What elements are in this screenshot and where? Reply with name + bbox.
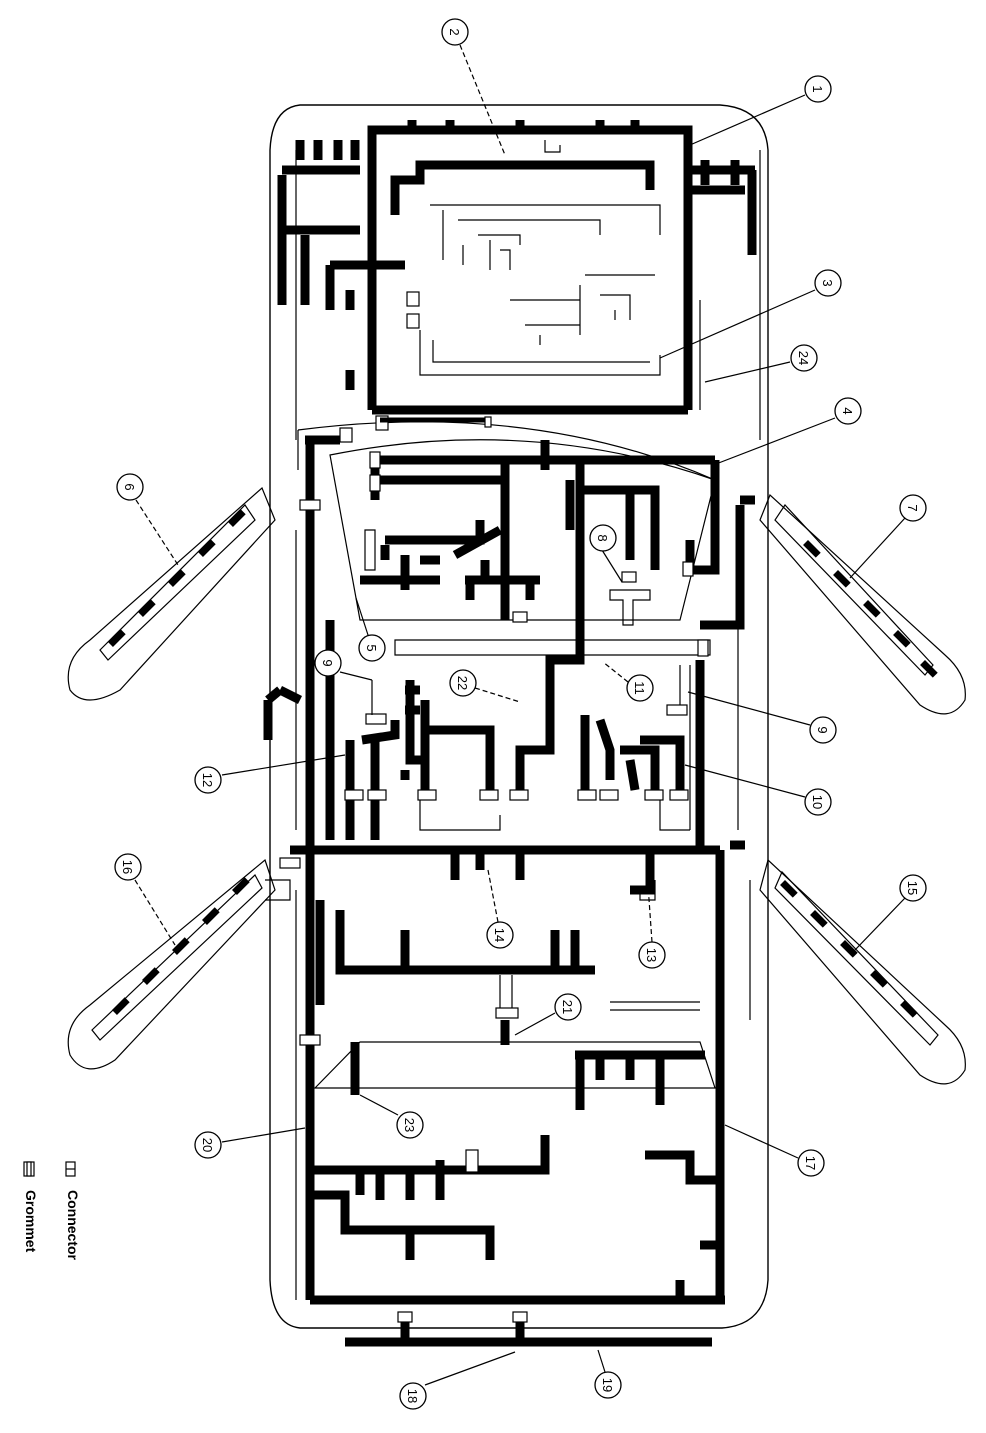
callout-6-circle <box>116 473 144 501</box>
callout-17-circle <box>797 1149 825 1177</box>
connector-legend-label: Connector <box>65 1190 81 1261</box>
callout-13-label: 13 <box>644 948 659 962</box>
callout-19-label: 19 <box>600 1378 615 1392</box>
callout-15-circle <box>899 874 927 902</box>
callout-3-leader <box>659 289 816 359</box>
callout-20-label: 20 <box>200 1138 215 1152</box>
callout-5-label: 5 <box>364 644 379 651</box>
callout-9a-leader <box>339 671 373 681</box>
callout-22-label: 22 <box>455 676 470 690</box>
callout-10-circle <box>804 788 832 816</box>
callout-4-leader <box>715 417 836 465</box>
cabin-harness <box>263 435 755 1300</box>
callout-11-leader <box>602 661 629 683</box>
callout-14-leader <box>487 869 499 923</box>
callout-24-label: 24 <box>796 351 811 365</box>
callout-21-leader <box>514 1012 556 1036</box>
callout-1-label: 1 <box>810 85 825 92</box>
callout-7-leader <box>849 517 906 579</box>
callout-11-label: 11 <box>632 681 647 695</box>
grommet-legend-label: Grommet <box>23 1190 39 1253</box>
callout-4-circle <box>834 397 862 425</box>
callout-1-circle <box>804 75 832 103</box>
callout-17-label: 17 <box>803 1156 818 1170</box>
callout-9a-label: 9 <box>320 659 335 666</box>
callout-16-leader <box>134 879 176 946</box>
callout-20-circle <box>194 1131 222 1159</box>
callout-19-circle <box>594 1371 622 1399</box>
callout-8-leader <box>601 549 623 583</box>
callout-24-leader <box>704 361 791 383</box>
callout-13-circle <box>638 941 666 969</box>
callout-5-leader <box>355 597 369 636</box>
grommet-icon <box>23 1161 35 1177</box>
callout-2-leader <box>459 44 506 156</box>
callout-8-label: 8 <box>595 534 610 541</box>
callout-15-label: 15 <box>905 881 920 895</box>
callout-2-label: 2 <box>447 28 462 35</box>
callout-14-circle <box>486 921 514 949</box>
callout-2-circle <box>441 18 469 46</box>
callout-18-circle <box>399 1382 427 1410</box>
rear-right-door <box>759 858 966 1085</box>
callout-14-label: 14 <box>492 928 507 942</box>
callout-12-label: 12 <box>200 773 215 787</box>
callout-16-circle <box>114 853 142 881</box>
callout-21-circle <box>554 993 582 1021</box>
callout-15-leader <box>854 897 906 951</box>
callout-18-leader <box>424 1351 516 1386</box>
callout-24-circle <box>790 344 818 372</box>
callout-12-circle <box>194 766 222 794</box>
callout-23-circle <box>396 1111 424 1139</box>
callout-9a-circle <box>314 649 342 677</box>
callout-1-leader <box>689 94 806 146</box>
callout-7-circle <box>899 494 927 522</box>
engine-bay-harness <box>277 120 757 443</box>
callout-22-leader <box>474 687 521 703</box>
callout-19-leader <box>597 1349 606 1373</box>
connector-icon <box>65 1161 76 1177</box>
rear-harness <box>290 660 745 1305</box>
front-right-door <box>759 493 966 715</box>
callout-9b-leader <box>687 691 811 726</box>
callout-23-label: 23 <box>402 1118 417 1132</box>
callouts: 1 2 3 24 4 6 7 8 5 9 <box>114 18 927 1410</box>
callout-13-leader <box>647 884 653 943</box>
callout-4-label: 4 <box>840 407 855 414</box>
legend: Connector Grommet <box>23 1161 81 1261</box>
harness-connectors <box>279 451 709 1046</box>
callout-3-circle <box>814 269 842 297</box>
front-left-door <box>67 486 276 701</box>
callout-6-label: 6 <box>122 483 137 490</box>
callout-6-leader <box>135 499 179 566</box>
callout-10-leader <box>684 764 806 798</box>
callout-5-circle <box>358 634 386 662</box>
callout-22-circle <box>449 669 477 697</box>
vehicle-body-outline <box>269 104 769 1329</box>
callout-9b-circle <box>809 716 837 744</box>
callout-23-leader <box>359 1094 399 1116</box>
bumper-harness <box>345 1311 712 1347</box>
rear-left-door <box>67 858 291 1070</box>
callout-3-label: 3 <box>820 279 835 286</box>
callout-9b-label: 9 <box>815 726 830 733</box>
callout-18-label: 18 <box>405 1389 420 1403</box>
callout-17-leader <box>724 1124 799 1159</box>
callout-8-circle <box>589 524 617 552</box>
callout-21-label: 21 <box>560 1000 575 1014</box>
callout-10-label: 10 <box>810 795 825 809</box>
callout-20-leader <box>221 1127 306 1143</box>
callout-7-label: 7 <box>905 504 920 511</box>
callout-11-circle <box>626 674 654 702</box>
callout-12-leader <box>221 754 346 776</box>
callout-16-label: 16 <box>120 860 135 874</box>
